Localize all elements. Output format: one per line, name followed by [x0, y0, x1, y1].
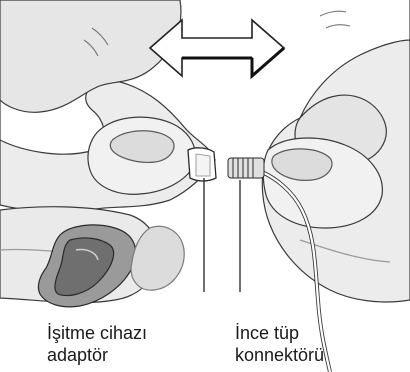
- hearing-aid-adapter-label-line1: İşitme cihazı: [47, 322, 147, 344]
- thin-tube-connector-label-line2: konnektörü: [235, 344, 324, 366]
- hearing-aid-adapter-label-line2: adaptör: [47, 344, 147, 366]
- thin-tube-connector: [228, 158, 264, 178]
- thin-tube-connector-label-line1: İnce tüp: [235, 322, 324, 344]
- right-hand: [262, 0, 410, 302]
- hearing-aid-adapter-label: İşitme cihazı adaptör: [47, 322, 147, 366]
- thin-tube-connector-label: İnce tüp konnektörü: [235, 322, 324, 366]
- hearing-aid-adapter: [188, 148, 216, 181]
